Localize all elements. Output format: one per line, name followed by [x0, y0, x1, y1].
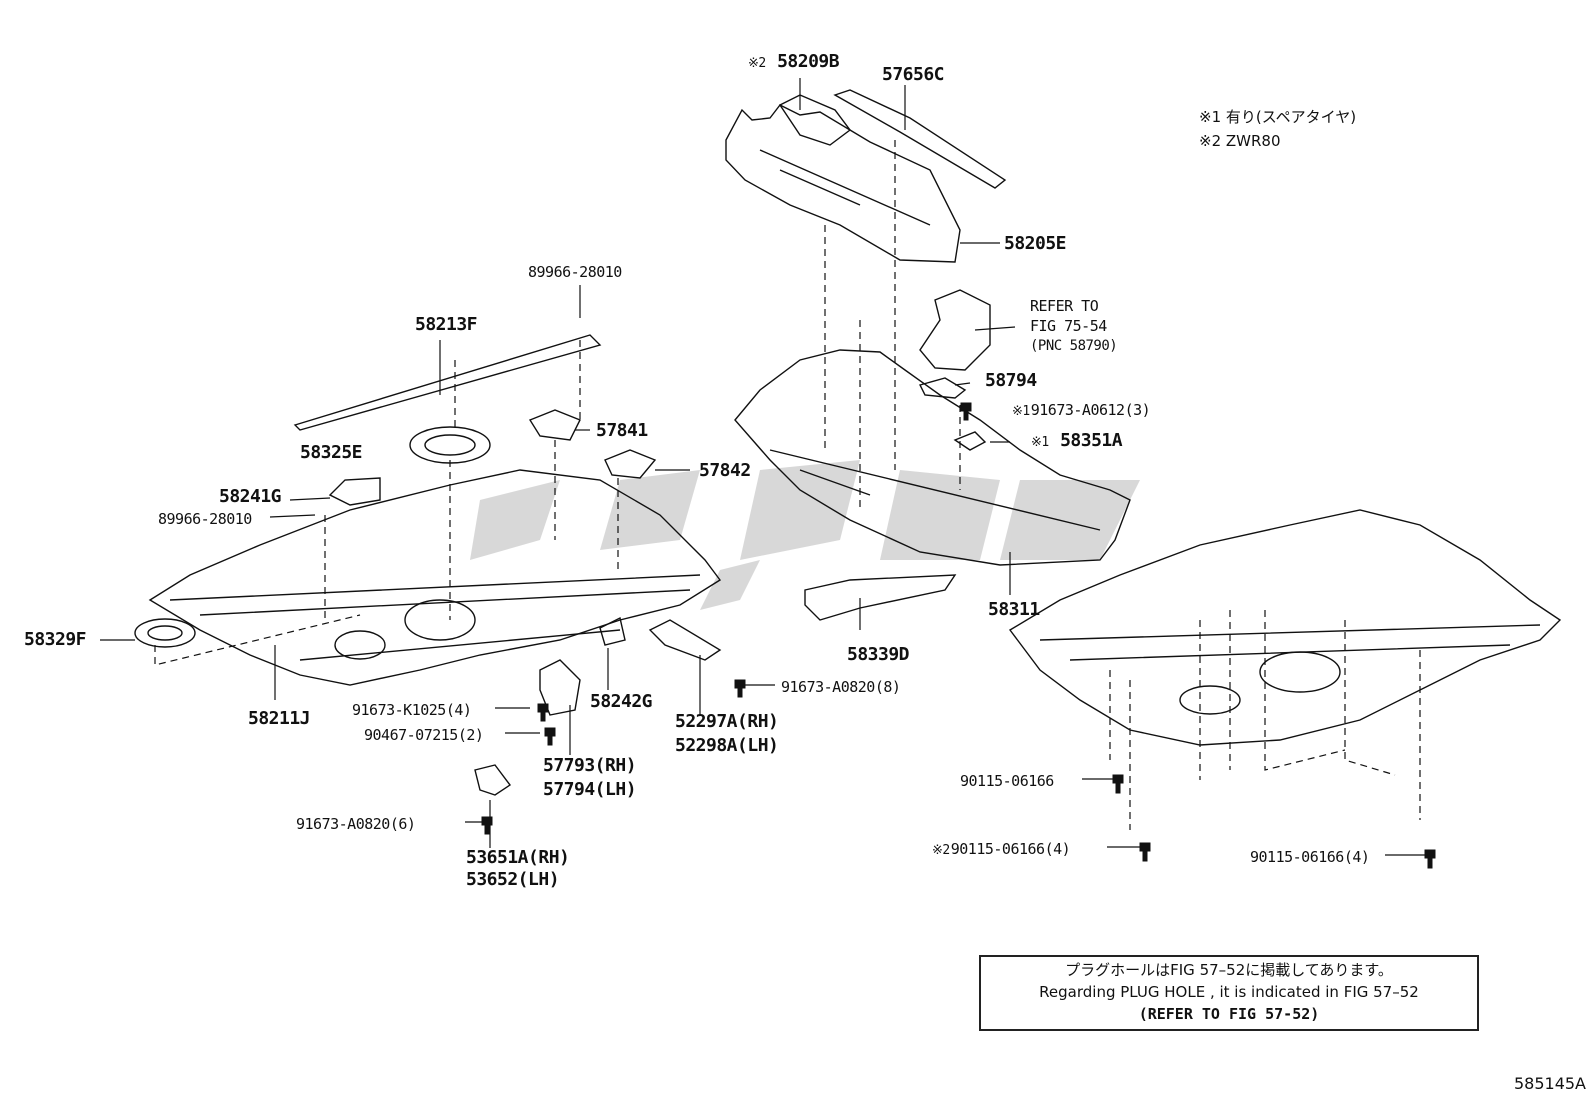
- label-89966-top[interactable]: 89966-28010: [528, 263, 622, 281]
- label-53652[interactable]: 53652(LH): [466, 869, 560, 890]
- label-90467-07215[interactable]: 90467-07215(2): [364, 726, 484, 744]
- bracket-58351a: [953, 431, 987, 451]
- label-90115-a[interactable]: 90115-06166: [960, 772, 1054, 790]
- mark-2: ※2: [748, 56, 766, 71]
- watermark: [470, 460, 1140, 610]
- label-58794[interactable]: 58794: [985, 370, 1037, 391]
- part-number: 91673-A0612(3): [1030, 401, 1151, 419]
- label-57794[interactable]: 57794(LH): [543, 779, 637, 800]
- label-91673-a0612[interactable]: ※191673-A0612(3): [1012, 400, 1151, 422]
- label-58241g[interactable]: 58241G: [219, 486, 282, 507]
- front-floor-pan: [148, 469, 722, 686]
- label-58339d[interactable]: 58339D: [847, 644, 910, 665]
- label-58351a[interactable]: ※1 58351A: [1031, 430, 1123, 453]
- bracket-53651a: [474, 764, 512, 796]
- label-52298a[interactable]: 52298A(LH): [675, 735, 779, 756]
- mark-1: ※1: [1012, 404, 1030, 419]
- bracket-58794: [918, 377, 967, 399]
- label-refer-to: REFER TO: [1030, 297, 1099, 315]
- label-58213f[interactable]: 58213F: [415, 314, 478, 335]
- note-zwr80: ※2 ZWR80: [1199, 132, 1281, 150]
- reinforcement-57656c: [833, 89, 1007, 189]
- spare-tire-pan: [734, 349, 1131, 566]
- note-spare-tire: ※1 有り(スペアタイヤ): [1199, 108, 1357, 126]
- label-89966-left[interactable]: 89966-28010: [158, 510, 252, 528]
- mark-2: ※2: [932, 843, 950, 858]
- notice-line-ref[interactable]: (REFER TO FIG 57-52): [1138, 1005, 1320, 1023]
- label-58211j[interactable]: 58211J: [248, 708, 311, 729]
- bracket-58241g: [328, 477, 381, 506]
- label-58209b[interactable]: ※2 58209B: [748, 51, 840, 74]
- plug-58325e: [409, 426, 491, 464]
- label-58311[interactable]: 58311: [988, 599, 1040, 620]
- notice-line-jp: プラグホールはFIG 57–52に掲載してあります。: [1065, 961, 1393, 979]
- label-90115-c[interactable]: 90115-06166(4): [1250, 848, 1370, 866]
- part-number: 90115-06166(4): [950, 840, 1071, 858]
- member-58213f: [293, 334, 602, 431]
- label-53651a[interactable]: 53651A(RH): [466, 847, 570, 868]
- bracket-ref-75-54: [919, 289, 991, 371]
- label-refer-fig[interactable]: FIG 75-54: [1030, 317, 1107, 335]
- label-58325e[interactable]: 58325E: [300, 442, 363, 463]
- label-refer-pnc: (PNC 58790): [1030, 338, 1118, 354]
- mark-1: ※1: [1031, 435, 1049, 450]
- rear-cross-member: [725, 104, 961, 263]
- label-91673-k1025[interactable]: 91673-K1025(4): [352, 701, 472, 719]
- label-58205e[interactable]: 58205E: [1004, 233, 1067, 254]
- bracket-57793: [539, 659, 581, 716]
- label-91673-a0820-6[interactable]: 91673-A0820(6): [296, 815, 416, 833]
- label-57841[interactable]: 57841: [596, 420, 648, 441]
- label-90115-b[interactable]: ※290115-06166(4): [932, 839, 1071, 861]
- part-number: 58209B: [777, 51, 840, 72]
- label-58329f[interactable]: 58329F: [24, 629, 87, 650]
- notice-line-en: Regarding PLUG HOLE , it is indicated in…: [1039, 983, 1419, 1001]
- label-57842[interactable]: 57842: [699, 460, 751, 481]
- plug-hole-notice: プラグホールはFIG 57–52に掲載してあります。 Regarding PLU…: [979, 955, 1479, 1031]
- label-57793[interactable]: 57793(RH): [543, 755, 637, 776]
- figure-code: 585145A: [1513, 1074, 1586, 1093]
- rear-floor-pan: [1008, 509, 1562, 746]
- bracket-58242g: [599, 616, 626, 646]
- bracket-57841: [528, 409, 581, 441]
- bracket-52297a: [648, 619, 722, 661]
- plug-58329f: [134, 618, 196, 648]
- label-57656c[interactable]: 57656C: [882, 64, 945, 85]
- bracket-57842: [604, 449, 657, 479]
- label-58242g[interactable]: 58242G: [590, 691, 653, 712]
- bracket-58209b: [778, 94, 851, 146]
- label-52297a[interactable]: 52297A(RH): [675, 711, 779, 732]
- label-91673-a0820-8[interactable]: 91673-A0820(8): [781, 678, 901, 696]
- trim-58339d: [804, 574, 957, 621]
- part-number: 58351A: [1060, 430, 1123, 451]
